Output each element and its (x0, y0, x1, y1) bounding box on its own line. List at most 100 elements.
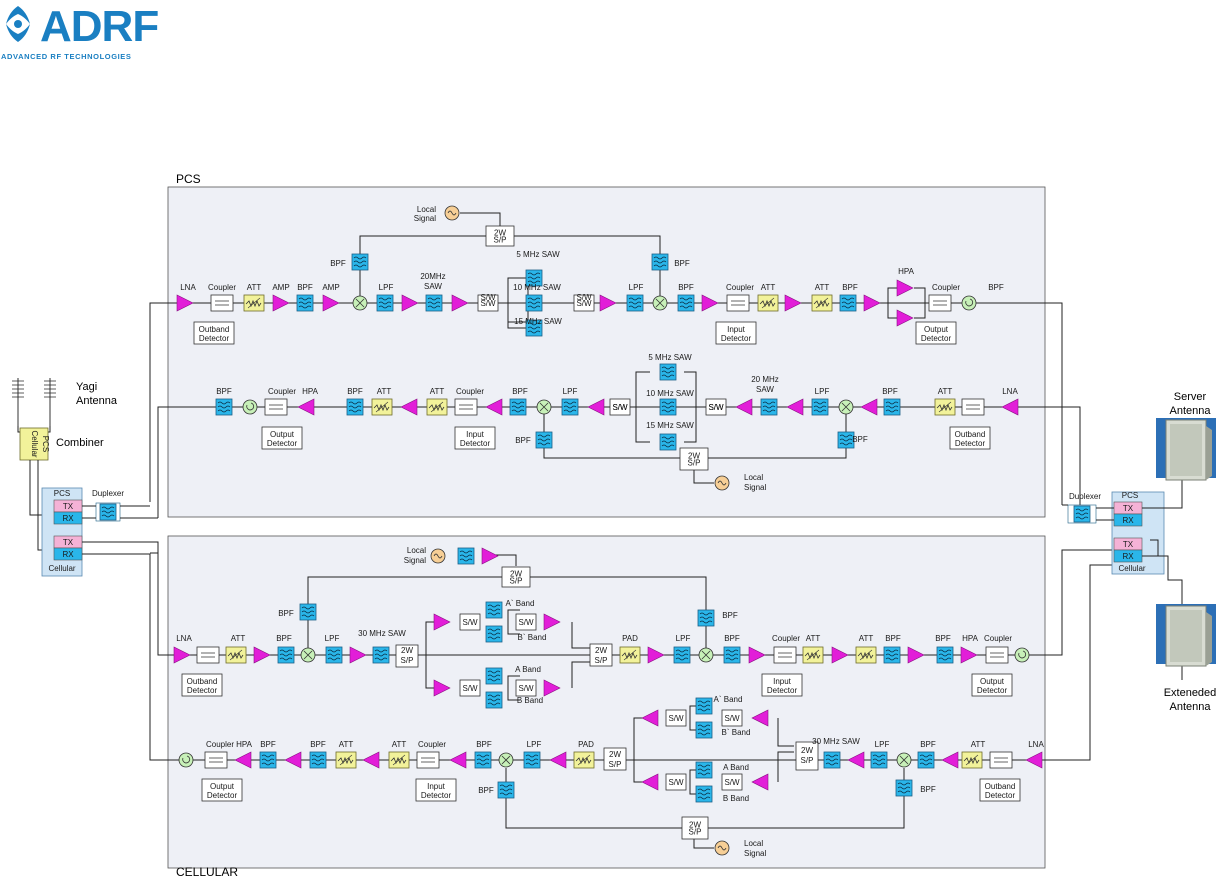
detector-label: Outband (955, 430, 986, 439)
switch-box (609, 398, 631, 416)
detector-label: Detector (207, 791, 238, 800)
coupler-icon (196, 646, 220, 664)
detector-box (261, 426, 303, 450)
pcs-section-frame (167, 186, 1046, 518)
cell-dl-component-label: B` Band (518, 633, 547, 642)
amplifier-icon (253, 646, 271, 664)
bandpass-filter-icon (325, 646, 343, 664)
amplifier-icon (284, 751, 302, 769)
switch-label: S/W (462, 618, 478, 627)
pcs-ul-component-label: ATT (430, 387, 445, 396)
signal-wire (507, 688, 520, 701)
switch-label: S/W (518, 618, 534, 627)
attenuator-icon (335, 751, 357, 769)
detector-label: Output (210, 782, 235, 791)
bandpass-filter-icon (351, 253, 369, 271)
pcs-dl-component-label: AMP (322, 283, 339, 292)
pcs-dl-component-label: 5 MHz SAW (516, 250, 560, 259)
cell-dl-component-label: ATT (859, 634, 874, 643)
bandpass-filter-icon (485, 625, 503, 643)
cell-ul-component-label: LNA (1028, 740, 1044, 749)
component-box-label: S/P (688, 459, 701, 468)
amplifier-icon (401, 294, 419, 312)
signal-wire (887, 287, 900, 303)
bandpass-filter-icon (883, 398, 901, 416)
cell-ul-component-label: HPA (236, 740, 253, 749)
signal-wire (684, 407, 697, 443)
coupler-icon (989, 751, 1013, 769)
detector-label: Outband (199, 325, 230, 334)
attenuator-icon (225, 646, 247, 664)
bandpass-filter-icon (525, 319, 543, 337)
right-pcs-rx-label: RX (1122, 516, 1134, 525)
cell-ul-component-label: B Band (723, 794, 749, 803)
switch-box (515, 679, 537, 697)
oscillator-icon (714, 475, 730, 491)
bandpass-filter-icon (372, 646, 390, 664)
cell-dl-local-signal-label: Local (407, 546, 426, 555)
signal-wire (82, 553, 151, 565)
coupler-icon (416, 751, 440, 769)
amplifier-icon (433, 679, 451, 697)
amplifier-icon (543, 613, 561, 631)
cellular-section-frame (167, 535, 1046, 869)
left-duplexer-label: Duplexer (92, 489, 124, 498)
signal-wire (359, 235, 486, 296)
switch-box (721, 709, 743, 727)
mixer-icon (652, 295, 668, 311)
amplifier-icon (907, 646, 925, 664)
detector-box (761, 673, 803, 697)
pcs-ul-component-label: Coupler (268, 387, 296, 396)
cell-ul-local-signal-label: Local (744, 839, 763, 848)
bandpass-filter-icon (485, 667, 503, 685)
signal-wire (914, 303, 926, 319)
pcs-ul-local-signal-label: Signal (744, 483, 766, 492)
right-cell-tx-label: TX (1123, 540, 1134, 549)
bandpass-filter-icon (760, 398, 778, 416)
amplifier-icon (349, 646, 367, 664)
amplifier-icon (485, 398, 503, 416)
cell-ul-component-label: BPF (260, 740, 276, 749)
cell-dl-component-label: BPF (722, 611, 738, 620)
circulator-icon (1014, 647, 1030, 663)
detector-label: Input (773, 677, 792, 686)
detector-label: Detector (721, 334, 752, 343)
component-box-label: S/P (494, 235, 507, 244)
pcs-dl-component-label: 20MHz (420, 272, 445, 281)
server-antenna-label: Server (1174, 391, 1207, 403)
signal-wire (307, 576, 502, 648)
bandpass-filter-icon (309, 751, 327, 769)
detector-box (181, 673, 223, 697)
pcs-dl-component-label: HPA (898, 267, 915, 276)
detector-box (454, 426, 496, 450)
yagi-antenna-icon (12, 378, 24, 426)
pcs-dl-component-label: ATT (761, 283, 776, 292)
amplifier-icon (641, 709, 659, 727)
amplifier-icon (449, 751, 467, 769)
bandpass-filter-icon (296, 294, 314, 312)
amplifier-icon (433, 613, 451, 631)
cell-ul-component-label: Coupler (418, 740, 446, 749)
amplifier-icon (896, 279, 914, 297)
amplifier-icon (960, 646, 978, 664)
left-pcs-title: PCS (54, 489, 70, 498)
cell-ul-component-label: BPF (920, 740, 936, 749)
detector-box (193, 321, 235, 345)
detector-box (971, 673, 1013, 697)
coupler-icon (726, 294, 750, 312)
switch-label: S/W (724, 714, 740, 723)
signal-wire (507, 609, 520, 622)
signal-wire (507, 675, 520, 688)
coupler-icon (264, 398, 288, 416)
cell-dl-component-label: Coupler (772, 634, 800, 643)
amplifier-icon (173, 646, 191, 664)
amplifier-icon (784, 294, 802, 312)
cell-ul-component-label: BPF (310, 740, 326, 749)
bandpass-filter-icon (485, 691, 503, 709)
extended-antenna-label: Exteneded (1164, 687, 1217, 699)
cell-dl-splitter (501, 566, 531, 588)
pcs-ul-component-label: LPF (563, 387, 578, 396)
cell-ul-component-label: Coupler (206, 740, 234, 749)
detector-label: Detector (421, 791, 452, 800)
bandpass-filter-icon (457, 547, 475, 565)
